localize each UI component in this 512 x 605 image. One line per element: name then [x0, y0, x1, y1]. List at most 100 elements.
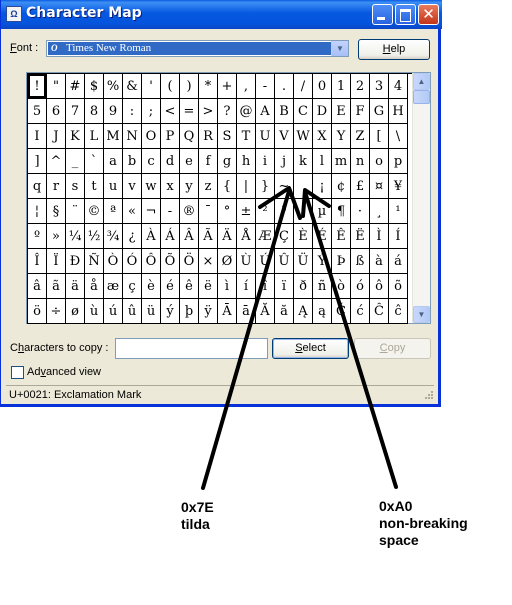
character-cell[interactable]: ÷ — [47, 299, 66, 324]
character-cell[interactable]: Ö — [180, 249, 199, 274]
character-cell[interactable]: ĉ — [389, 299, 408, 324]
character-cell[interactable]: W — [294, 124, 313, 149]
character-cell[interactable]: µ — [313, 199, 332, 224]
scroll-down-icon[interactable]: ▼ — [413, 306, 430, 323]
character-cell[interactable]: o — [370, 149, 389, 174]
character-cell[interactable]: R — [199, 124, 218, 149]
character-cell[interactable]: D — [313, 99, 332, 124]
character-cell[interactable]: Ø — [218, 249, 237, 274]
character-cell[interactable]: V — [275, 124, 294, 149]
character-cell[interactable]: - — [161, 199, 180, 224]
character-cell[interactable]: h — [237, 149, 256, 174]
character-cell[interactable]: X — [313, 124, 332, 149]
character-cell[interactable]: b — [123, 149, 142, 174]
scroll-thumb[interactable] — [413, 90, 430, 104]
character-cell[interactable]: G — [370, 99, 389, 124]
character-cell[interactable]: : — [123, 99, 142, 124]
character-cell[interactable]: , — [237, 74, 256, 99]
character-cell[interactable]: p — [389, 149, 408, 174]
character-cell[interactable]: Î — [28, 249, 47, 274]
character-cell[interactable]: s — [66, 174, 85, 199]
character-cell[interactable]: £ — [351, 174, 370, 199]
character-cell[interactable]: L — [85, 124, 104, 149]
character-cell[interactable]: * — [199, 74, 218, 99]
character-cell[interactable]: Ë — [351, 224, 370, 249]
character-cell[interactable]: t — [85, 174, 104, 199]
character-cell[interactable]: I — [28, 124, 47, 149]
font-dropdown[interactable]: O Times New Roman ▼ — [46, 40, 349, 57]
character-cell[interactable]: ] — [28, 149, 47, 174]
character-cell[interactable]: Ï — [47, 249, 66, 274]
character-cell[interactable]: Ą — [294, 299, 313, 324]
title-bar[interactable]: Ω Character Map ✕ — [1, 0, 442, 29]
character-cell[interactable]: w — [142, 174, 161, 199]
character-cell[interactable]: 0 — [313, 74, 332, 99]
character-cell[interactable]: Ê — [332, 224, 351, 249]
character-cell[interactable]: ¦ — [28, 199, 47, 224]
character-cell[interactable]: ÿ — [199, 299, 218, 324]
character-cell[interactable]: | — [237, 174, 256, 199]
character-cell[interactable]: _ — [66, 149, 85, 174]
select-button[interactable]: Select — [272, 338, 349, 359]
character-cell[interactable]: ¨ — [66, 199, 85, 224]
character-cell[interactable]: z — [199, 174, 218, 199]
character-cell[interactable]: 8 — [85, 99, 104, 124]
character-cell[interactable]: U — [256, 124, 275, 149]
character-cell[interactable]: ` — [85, 149, 104, 174]
character-cell[interactable]: þ — [180, 299, 199, 324]
character-cell[interactable]: È — [294, 224, 313, 249]
character-cell[interactable]: & — [123, 74, 142, 99]
character-cell[interactable]: c — [142, 149, 161, 174]
character-cell[interactable]: ß — [351, 249, 370, 274]
character-cell[interactable]: Ð — [66, 249, 85, 274]
character-cell[interactable]: Å — [237, 224, 256, 249]
character-cell[interactable]: g — [218, 149, 237, 174]
character-cell[interactable]: å — [85, 274, 104, 299]
character-cell[interactable]: e — [180, 149, 199, 174]
character-cell[interactable]: ¶ — [332, 199, 351, 224]
character-cell[interactable]: ^ — [47, 149, 66, 174]
character-cell[interactable]: A — [256, 99, 275, 124]
maximize-button[interactable] — [395, 4, 416, 25]
character-cell[interactable]: - — [256, 74, 275, 99]
character-cell[interactable]: J — [47, 124, 66, 149]
character-cell[interactable]: ù — [85, 299, 104, 324]
character-cell[interactable]: Ô — [142, 249, 161, 274]
character-cell[interactable]: Â — [180, 224, 199, 249]
character-cell[interactable]: » — [47, 224, 66, 249]
character-cell[interactable]: ² — [256, 199, 275, 224]
character-cell[interactable]: u — [104, 174, 123, 199]
character-cell[interactable]: @ — [237, 99, 256, 124]
character-cell[interactable]: 5 — [28, 99, 47, 124]
character-cell[interactable]: ¿ — [123, 224, 142, 249]
character-cell[interactable]: ê — [180, 274, 199, 299]
character-cell[interactable]: Á — [161, 224, 180, 249]
character-cell[interactable]: . — [275, 74, 294, 99]
character-cell[interactable]: Ò — [104, 249, 123, 274]
character-cell[interactable]: º — [28, 224, 47, 249]
resize-grip-icon[interactable] — [422, 388, 434, 402]
character-cell[interactable]: 3 — [370, 74, 389, 99]
character-cell[interactable]: v — [123, 174, 142, 199]
character-cell[interactable]: ç — [123, 274, 142, 299]
character-cell[interactable]: ¾ — [104, 224, 123, 249]
character-cell[interactable]: ¢ — [332, 174, 351, 199]
character-cell[interactable]: ½ — [85, 224, 104, 249]
character-cell[interactable]: # — [66, 74, 85, 99]
character-cell[interactable]: F — [351, 99, 370, 124]
character-cell[interactable]: ą — [313, 299, 332, 324]
scroll-up-icon[interactable]: ▲ — [413, 73, 430, 90]
character-cell[interactable]: y — [180, 174, 199, 199]
character-cell[interactable]: Ñ — [85, 249, 104, 274]
character-cell[interactable]: $ — [85, 74, 104, 99]
character-cell[interactable]: Õ — [161, 249, 180, 274]
character-cell[interactable]: Û — [275, 249, 294, 274]
character-cell[interactable]: d — [161, 149, 180, 174]
character-cell[interactable]: ã — [47, 274, 66, 299]
character-cell[interactable]: à — [370, 249, 389, 274]
character-cell[interactable]: ? — [218, 99, 237, 124]
character-cell[interactable]: N — [123, 124, 142, 149]
character-cell[interactable]: i — [256, 149, 275, 174]
character-cell[interactable]: î — [256, 274, 275, 299]
character-cell[interactable]: = — [180, 99, 199, 124]
